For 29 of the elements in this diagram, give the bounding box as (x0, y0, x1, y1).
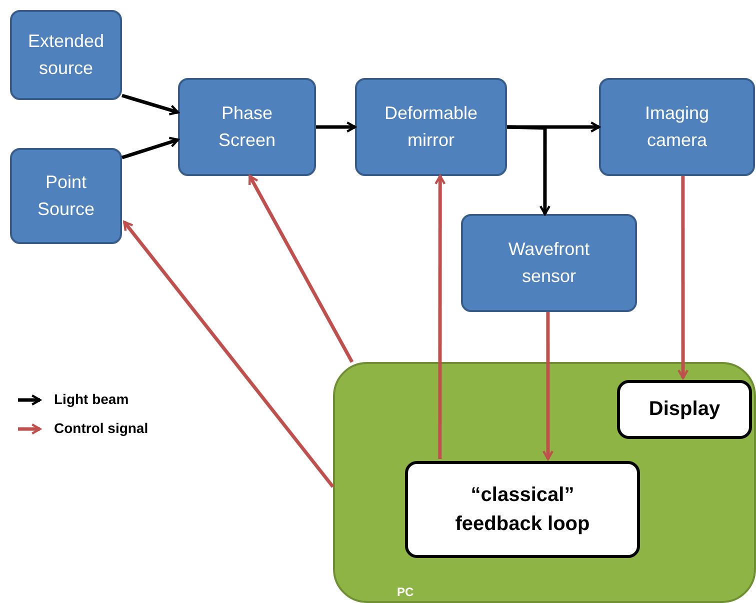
arrow (248, 174, 354, 363)
computer-panel (333, 362, 756, 603)
arrow (542, 312, 554, 460)
node-label: Display (648, 397, 720, 422)
node-label: Deformable mirror (383, 102, 479, 152)
arrow (121, 136, 180, 160)
node-label: Wavefront sensor (507, 238, 591, 288)
node-label: Extended source (26, 30, 106, 80)
software-box (617, 380, 752, 439)
node-label: Imaging camera (644, 102, 710, 152)
arrow (506, 125, 551, 216)
legend-label: Light beam (54, 391, 129, 407)
panel-label: PC (397, 585, 414, 599)
arrow (677, 176, 689, 380)
node-label: Point Source (36, 171, 96, 221)
software-box (405, 461, 640, 558)
process-box (599, 78, 755, 176)
legend-label: Control signal (54, 420, 148, 436)
process-box (178, 78, 316, 176)
arrow (434, 174, 446, 459)
arrow (122, 94, 180, 116)
process-box (10, 148, 122, 244)
process-box (10, 10, 122, 100)
arrow (316, 121, 356, 133)
process-box (461, 214, 637, 312)
process-box (355, 78, 507, 176)
node-label: Phase Screen (217, 102, 277, 152)
node-label: “classical” feedback loop (454, 482, 591, 536)
arrow (122, 220, 334, 488)
